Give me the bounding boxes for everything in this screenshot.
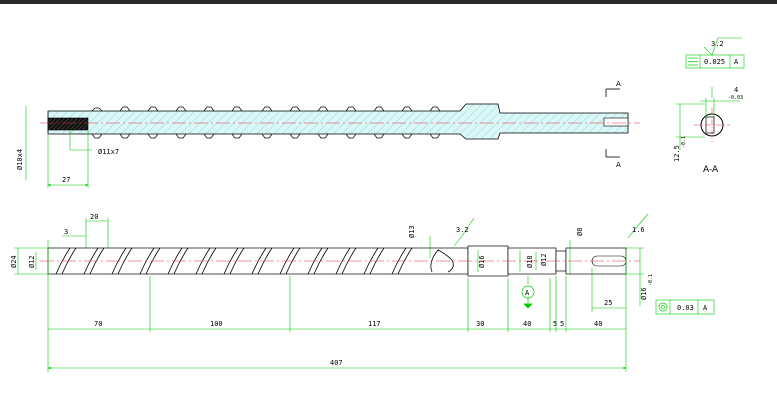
dim-thread-length: 27 [62, 176, 70, 184]
seg-2: 100 [210, 320, 223, 328]
thread-bore [47, 117, 89, 131]
datum-a-label: A [525, 289, 530, 297]
runout-icon [658, 302, 668, 312]
dim-bore-dia: Ø11x7 [98, 148, 119, 156]
roughness-1: 3.2 [456, 226, 469, 234]
section-cut-marker [605, 88, 620, 158]
dim-shaft-a: Ø16 [478, 255, 486, 268]
helical-flights [55, 247, 454, 275]
dim-tip-dia: Ø13 [408, 225, 416, 238]
flight-profile-top [91, 106, 441, 139]
runout-value: 0.03 [677, 304, 694, 312]
lower-screw-view: 20 3 Ø24 Ø12 Ø13 3.2 Ø16 Ø18 Ø12 Ø8 1.6 … [10, 213, 715, 372]
upper-screw-view: A A Ø10x4 Ø11x7 27 [16, 80, 640, 188]
section-title: A-A [703, 165, 719, 175]
window-top-edge [0, 0, 777, 4]
dim-end-dia-tol: -0.1 [648, 274, 654, 286]
aa-tolerance-datum: A [734, 58, 739, 66]
dim-pitch: 20 [90, 213, 98, 221]
lower-dimension-lines [14, 213, 715, 372]
section-letter-top: A [616, 80, 621, 88]
aa-key-tol: -0.03 [728, 95, 743, 101]
dim-thread-dia: Ø10x4 [16, 149, 24, 170]
dim-shaft-b: Ø18 [526, 255, 534, 268]
aa-key-width: 4 [734, 86, 738, 94]
aa-key-depth: 12.5 [673, 145, 681, 162]
datum-a-symbol [521, 285, 535, 309]
dim-outer-dia-left: Ø12 [28, 255, 36, 268]
dim-root-dia-left: Ø24 [10, 255, 18, 268]
total-length: 407 [330, 359, 343, 367]
runout-datum: A [703, 304, 708, 312]
symmetry-icon [688, 57, 698, 66]
aa-roughness: 3.2 [711, 40, 724, 48]
dim-shaft-c: Ø12 [540, 253, 548, 266]
dim-shaft-d: Ø8 [576, 228, 584, 236]
dim-key-length: 25 [604, 299, 612, 307]
section-aa-view: 3.2 0.025 A 4 -0.03 12.5 -0.1 A-A [673, 37, 745, 175]
seg-8: 40 [594, 320, 602, 328]
keyway-slot [603, 117, 629, 127]
seg-6: 5 [553, 320, 557, 328]
dim-end-dia: Ø16 [640, 287, 648, 300]
seg-7: 5 [560, 320, 564, 328]
aa-key-depth-tol: -0.1 [681, 136, 687, 148]
seg-1: 70 [94, 320, 102, 328]
roughness-2: 1.6 [632, 226, 645, 234]
dim-flight-width: 3 [64, 228, 68, 236]
section-letter-bottom: A [616, 161, 621, 169]
seg-3: 117 [368, 320, 381, 328]
seg-4: 30 [476, 320, 484, 328]
seg-5: 40 [523, 320, 531, 328]
aa-tolerance-value: 0.025 [704, 58, 725, 66]
screw-section-body [47, 103, 629, 140]
upper-dimensions [25, 106, 92, 188]
